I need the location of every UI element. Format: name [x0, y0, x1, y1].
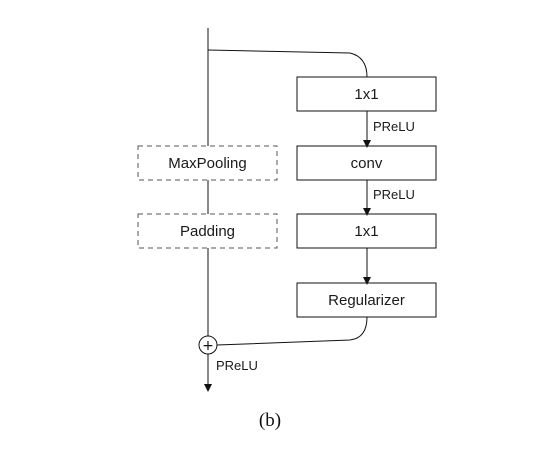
activation-label: PReLU — [373, 187, 415, 202]
activation-label: PReLU — [216, 358, 258, 373]
main-box-conv1x1-b — [296, 213, 437, 249]
main-box-label: conv — [351, 155, 383, 172]
activation-label: PReLU — [373, 119, 415, 134]
branch-split-curve — [207, 49, 368, 78]
side-box-label: MaxPooling — [168, 155, 246, 172]
side-box-maxpooling — [137, 145, 278, 181]
main-box-label: 1x1 — [354, 223, 378, 240]
add-symbol: + — [202, 338, 214, 354]
side-box-label: Padding — [180, 223, 235, 240]
figure-caption: (b) — [259, 410, 281, 431]
main-box-label: 1x1 — [354, 86, 378, 103]
main-box-conv1x1-a — [296, 76, 437, 112]
branch-merge-curve — [216, 316, 368, 346]
main-box-label: Regularizer — [328, 292, 405, 309]
side-box-padding — [137, 213, 278, 249]
